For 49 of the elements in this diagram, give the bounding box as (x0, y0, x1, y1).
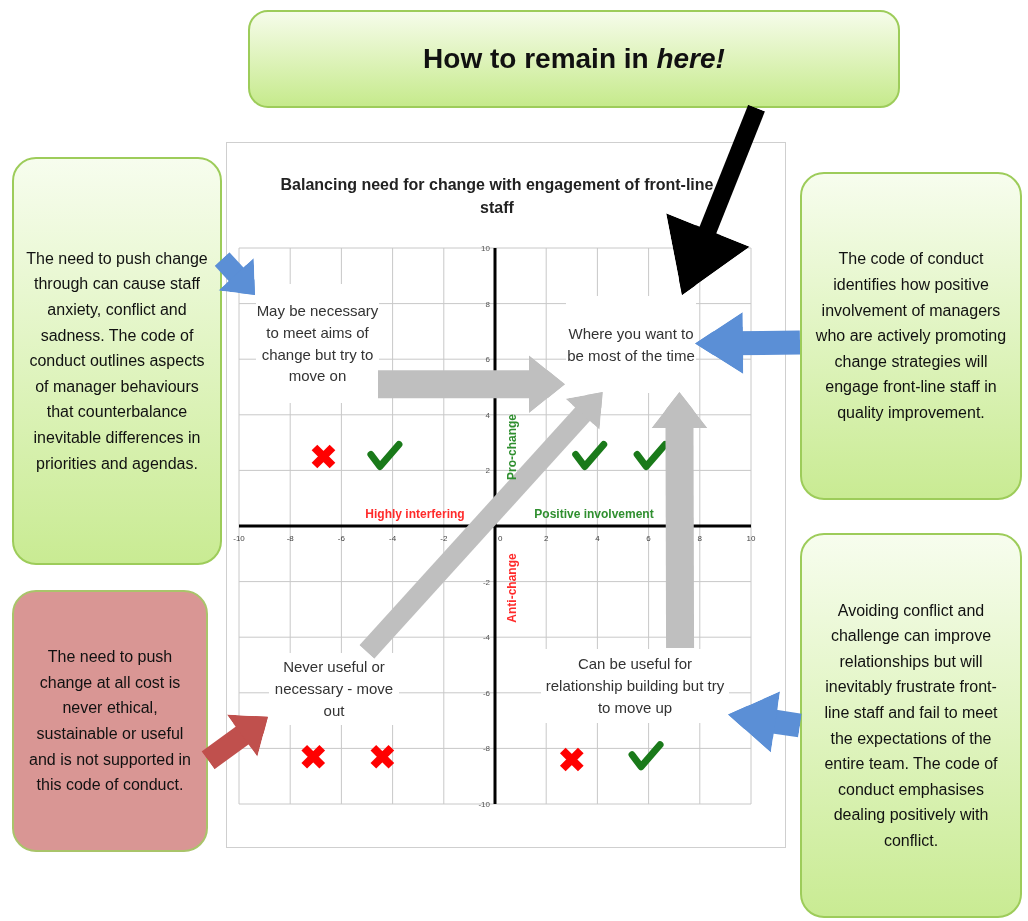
block-arrow (201, 714, 268, 770)
chart-title: Balancing need for change with engagement of front-line staff (279, 175, 715, 219)
note-box (800, 533, 1022, 918)
tick-label: 4 (595, 534, 600, 543)
tick-label: 2 (485, 466, 490, 476)
note-box (800, 172, 1022, 500)
tick-label: 6 (485, 355, 490, 365)
banner-text: How to remain in here! (423, 43, 725, 75)
tick-label: -4 (482, 633, 490, 643)
axis-label: Pro-change (505, 414, 519, 480)
tick-label: -6 (482, 688, 490, 698)
tick-label: -8 (482, 744, 490, 754)
tick-label: 10 (746, 534, 756, 543)
quadrant-note: May be necessary to meet aims of change but try to move on (256, 284, 379, 403)
axis-label: Anti-change (505, 553, 519, 623)
tick-label: 4 (485, 410, 490, 420)
tick-label: 0 (498, 534, 503, 543)
tick-label: -2 (482, 577, 490, 587)
block-arrow (695, 312, 801, 375)
note-text: Avoiding conflict and challenge can improve relationships but will inevitably frustrate front-line staff and fail to meet the expectations of the entire team. The code of conduct emphasises dealing positively with conflict. (823, 600, 999, 851)
title-banner (248, 10, 900, 108)
quadrant-note: Where you want to be most of the time (566, 296, 696, 393)
note-box (12, 590, 208, 852)
axis-label: Positive involvement (534, 507, 654, 521)
tick-label: 10 (481, 244, 490, 253)
note-box (12, 157, 222, 565)
note-text: The need to push change at all cost is never ethical, sustainable or useful and is not supported in this code of conduct. (28, 647, 192, 796)
block-arrow (666, 104, 765, 295)
note-text: The need to push change through can cause staff anxiety, conflict and sadness. The code of conduct outlines aspects of manager behaviours that counterbalance inevitable differences in priorities and agendas. (26, 248, 208, 474)
tick-label: -2 (440, 534, 448, 543)
tick-label: -4 (389, 534, 397, 543)
axis-label: Highly interfering (365, 507, 465, 521)
tick-label: 8 (485, 299, 490, 309)
block-arrow (728, 691, 802, 753)
block-arrow (359, 392, 603, 659)
tick-label: -10 (233, 534, 245, 543)
tick-label: -8 (286, 534, 294, 543)
block-arrow (214, 252, 255, 295)
quadrant-note: Can be useful for relationship building but try to move up (541, 649, 729, 723)
tick-label: 6 (646, 534, 651, 543)
tick-label: -6 (337, 534, 345, 543)
block-arrow (651, 392, 708, 649)
tick-label: 2 (543, 534, 549, 543)
tick-label: -10 (478, 800, 490, 809)
block-arrow (378, 355, 565, 414)
tick-label: 8 (697, 534, 703, 543)
chart-panel (226, 142, 786, 848)
note-text: The code of conduct identifies how positive involvement of managers who are actively promoting change strategies will engage front-line staff in quality improvement. (814, 249, 1008, 423)
quadrant-note: Never useful or necessary - move out (269, 653, 399, 725)
